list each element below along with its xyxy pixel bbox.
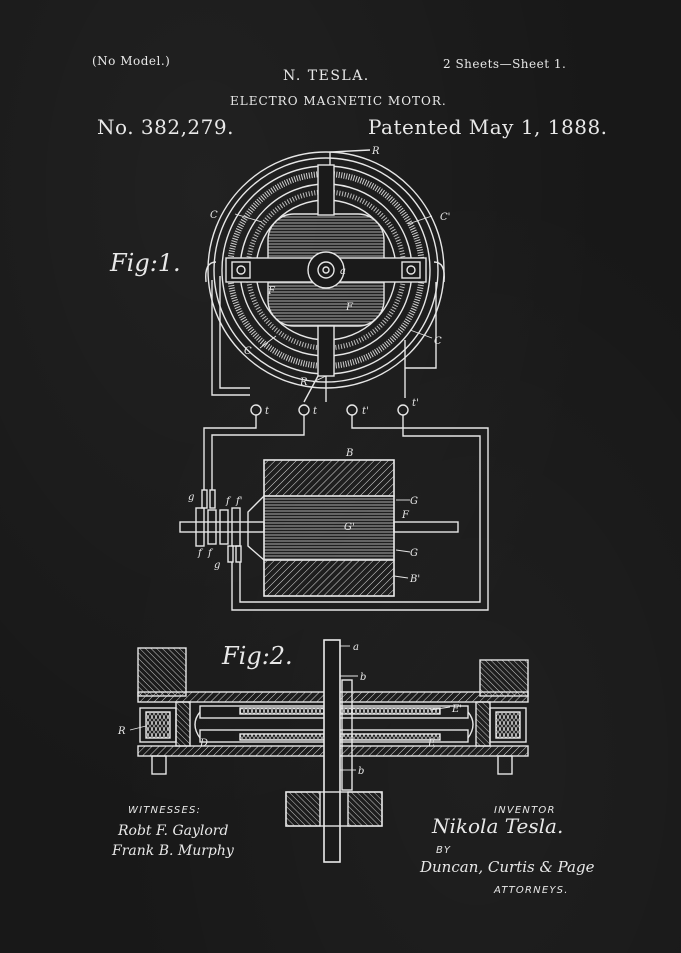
label-fig2-D: D xyxy=(199,738,208,749)
label-fig2-b-lower: b xyxy=(358,766,364,777)
label-f: f xyxy=(225,496,232,507)
label-C-left: C xyxy=(210,210,218,221)
label-F-center: F xyxy=(345,302,354,313)
label-t2: t xyxy=(313,406,318,417)
label-t4: t' xyxy=(412,398,419,409)
inventor-label: INVENTOR xyxy=(494,805,556,816)
label-R-top: R xyxy=(371,146,380,157)
inventor-signature: Nikola Tesla. xyxy=(432,814,564,838)
label-f-lower-1: f xyxy=(197,548,204,559)
leader-lines xyxy=(129,213,451,771)
fig2-part-labels: a b E' R D E b xyxy=(117,642,462,777)
patent-number: No. 382,279. xyxy=(97,115,234,139)
label-B-top: B xyxy=(345,448,353,459)
label-B-prime: B' xyxy=(409,574,420,585)
attorneys-signature: Duncan, Curtis & Page xyxy=(420,858,595,876)
label-fig2-E: E xyxy=(427,738,436,749)
fig2-label: Fig:2. xyxy=(221,642,293,670)
by-label: BY xyxy=(436,845,452,856)
fig1-label: Fig:1. xyxy=(109,249,181,277)
fig1-armature-section xyxy=(179,459,459,597)
label-F-left: F xyxy=(267,286,276,297)
fig2-section xyxy=(137,639,529,863)
fig1-wiring xyxy=(203,276,489,611)
witness-signature-2: Frank B. Murphy xyxy=(112,843,234,859)
label-G-prime: G' xyxy=(344,522,355,533)
label-R-bottom: R xyxy=(299,377,308,388)
label-C-right: C xyxy=(434,336,442,347)
label-F-right: F xyxy=(401,510,410,521)
invention-title: ELECTRO MAGNETIC MOTOR. xyxy=(230,94,447,108)
label-t1: t xyxy=(265,406,270,417)
label-fig2-R: R xyxy=(117,726,126,737)
label-f-lower-2: f xyxy=(207,548,214,559)
label-G-lower: G xyxy=(410,548,418,559)
label-g-lower: g xyxy=(214,560,220,571)
sheet-count: 2 Sheets—Sheet 1. xyxy=(443,57,567,71)
label-fig2-b-upper: b xyxy=(360,672,366,683)
fig1-part-labels: R C C' a F F C C R t t t' t' B G G' F G … xyxy=(188,146,450,585)
label-t3: t' xyxy=(362,406,369,417)
label-f-prime: f' xyxy=(235,496,242,507)
patent-date: Patented May 1, 1888. xyxy=(368,115,608,139)
label-G-upper: G xyxy=(410,496,418,507)
label-a: a xyxy=(340,266,346,277)
fig1-motor-ring xyxy=(205,149,445,389)
inventor-name: N. TESLA. xyxy=(283,68,370,84)
label-g-upper: g xyxy=(188,492,194,503)
witness-signature-1: Robt F. Gaylord xyxy=(118,823,229,839)
label-C-prime: C' xyxy=(440,212,450,223)
witnesses-label: WITNESSES: xyxy=(128,805,202,816)
label-fig2-a: a xyxy=(353,642,359,653)
label-C-bottom-left: C xyxy=(244,346,252,357)
model-note: (No Model.) xyxy=(92,54,171,68)
label-fig2-E-prime: E' xyxy=(451,704,462,715)
attorneys-label: ATTORNEYS. xyxy=(494,885,569,896)
